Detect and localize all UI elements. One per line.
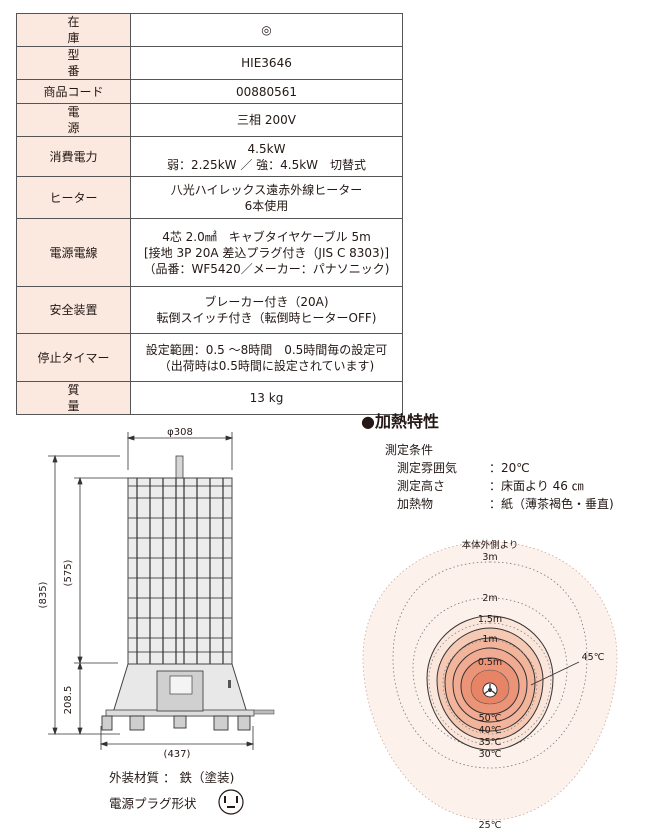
spec-line: [接地 3P 20A 差込プラグ付き（JIS C 8303)] <box>143 245 390 260</box>
spec-value: 00880561 <box>130 79 403 104</box>
spec-value: ブレーカー付き（20A) 転倒スイッチ付き（転倒時ヒーターOFF) <box>130 286 403 334</box>
condition-label: 測定高さ <box>397 479 446 493</box>
spec-line: ブレーカー付き（20A) <box>204 295 329 309</box>
condition-value: ：紙（薄茶褐色・垂直) <box>489 497 614 511</box>
spec-line: （品番：WF5420／メーカー：パナソニック) <box>143 261 390 276</box>
dim-lines <box>48 454 255 750</box>
spec-line: 4.5kW <box>247 141 286 156</box>
spec-key: 電源電線 <box>16 218 131 287</box>
spec-value: 設定範囲：0.5 ～8時間 0.5時間毎の設定可 （出荷時は0.5時間に設定され… <box>130 333 403 382</box>
plug-shape-icon <box>218 789 244 815</box>
spec-line: 6本使用 <box>244 198 289 213</box>
condition-row: 測定雰囲気 ：20℃ <box>385 459 614 477</box>
spec-table: 在 庫 ◎ 型 番 HIE3646 商品コード 00880561 電 源 三相 … <box>16 13 403 415</box>
spec-row-power-source: 電 源 三相 200V <box>16 103 403 137</box>
spec-key: 型 番 <box>16 46 131 80</box>
spec-row-consumption: 消費電力 4.5kW 弱：2.25kW ／ 強：4.5kW 切替式 <box>16 136 403 177</box>
conditions-block: 測定条件 測定雰囲気 ：20℃ 測定高さ ：床面より 46 ㎝ 加熱物 ：紙（薄… <box>385 441 614 513</box>
spec-key: 電 源 <box>16 103 131 137</box>
dim-upper-label: (575) <box>63 559 74 586</box>
ring-1-5m <box>428 622 552 745</box>
label-25c: 25℃ <box>479 820 502 831</box>
heating-title: ●加熱特性 <box>361 412 439 431</box>
spec-value: 13 kg <box>130 381 403 415</box>
spec-value: 三相 200V <box>130 103 403 137</box>
spec-value: ◎ <box>130 13 403 47</box>
dim-phi <box>126 432 234 470</box>
spec-key: ヒーター <box>16 176 131 219</box>
material-text: 外装材質 ： 鉄（塗装) <box>109 770 235 785</box>
condition-value: ：20℃ <box>489 461 530 475</box>
spec-row-code: 商品コード 00880561 <box>16 79 403 104</box>
condition-label: 加熱物 <box>397 497 434 511</box>
spec-row-cable: 電源電線 4芯 2.0㎟ キャブタイヤケーブル 5m [接地 3P 20A 差込… <box>16 218 403 287</box>
label-40c: 40℃ <box>479 725 502 736</box>
spec-key: 停止タイマー <box>16 333 131 382</box>
spec-key: 在 庫 <box>16 13 131 47</box>
spec-key: 安全装置 <box>16 286 131 334</box>
spec-value: 4芯 2.0㎟ キャブタイヤケーブル 5m [接地 3P 20A 差込プラグ付き… <box>130 218 403 287</box>
spec-row-model: 型 番 HIE3646 <box>16 46 403 80</box>
heating-diagram: 本体外側より 3m 2m 1.5m 1m 0.5m 50℃ 40℃ 35℃ 30… <box>362 539 618 831</box>
spec-row-stock: 在 庫 ◎ <box>16 13 403 47</box>
spec-line: 転倒スイッチ付き（転倒時ヒーターOFF) <box>156 311 377 325</box>
condition-value: ：床面より 46 ㎝ <box>489 479 584 493</box>
spec-key: 質 量 <box>16 381 131 415</box>
spec-row-heater: ヒーター 八光ハイレックス遠赤外線ヒーター 6本使用 <box>16 176 403 219</box>
spec-line: 八光ハイレックス遠赤外線ヒーター <box>170 182 363 197</box>
label-50c: 50℃ <box>479 713 502 724</box>
spec-line: （出荷時は0.5時間に設定されています) <box>158 358 375 373</box>
label-35c: 35℃ <box>479 737 502 748</box>
label-1m: 1m <box>482 634 497 645</box>
heater-symbol <box>482 682 498 698</box>
dim-phi-label: φ308 <box>167 427 193 438</box>
plug-shape-label: 電源プラグ形状 <box>109 796 197 811</box>
dim-total-label: (835) <box>38 581 49 608</box>
spec-row-mass: 質 量 13 kg <box>16 381 403 415</box>
label-2m: 2m <box>482 593 497 604</box>
heater-drawing: φ308 (835) (575) 208.5 (437) <box>38 427 275 760</box>
label-45c: 45℃ <box>582 652 605 663</box>
spec-line: 4芯 2.0㎟ キャブタイヤケーブル 5m <box>162 229 371 244</box>
label-1-5m: 1.5m <box>478 614 502 625</box>
heater-body <box>105 455 275 717</box>
label-30c: 30℃ <box>479 749 502 760</box>
spec-row-safety: 安全装置 ブレーカー付き（20A) 転倒スイッチ付き（転倒時ヒーターOFF) <box>16 286 403 334</box>
condition-row: 測定高さ ：床面より 46 ㎝ <box>385 477 614 495</box>
caster-wheels <box>101 715 251 731</box>
spec-value: 八光ハイレックス遠赤外線ヒーター 6本使用 <box>130 176 403 219</box>
spec-line: 弱：2.25kW ／ 強：4.5kW 切替式 <box>166 157 367 172</box>
spec-key: 消費電力 <box>16 136 131 177</box>
ring-3m <box>392 561 588 769</box>
conditions-title: 測定条件 <box>385 443 434 457</box>
label-0-5m: 0.5m <box>478 657 502 668</box>
label-outer: 本体外側より <box>462 539 519 551</box>
spec-row-timer: 停止タイマー 設定範囲：0.5 ～8時間 0.5時間毎の設定可 （出荷時は0.5… <box>16 333 403 382</box>
condition-row: 加熱物 ：紙（薄茶褐色・垂直) <box>385 495 614 513</box>
label-3m: 3m <box>482 552 497 563</box>
spec-key: 商品コード <box>16 79 131 104</box>
condition-label: 測定雰囲気 <box>397 461 458 475</box>
dim-lower-label: 208.5 <box>63 686 74 715</box>
spec-line: 設定範囲：0.5 ～8時間 0.5時間毎の設定可 <box>145 342 388 357</box>
spec-value: HIE3646 <box>130 46 403 80</box>
dim-width-label: (437) <box>164 749 191 760</box>
leader-45c <box>530 661 580 686</box>
spec-value: 4.5kW 弱：2.25kW ／ 強：4.5kW 切替式 <box>130 136 403 177</box>
